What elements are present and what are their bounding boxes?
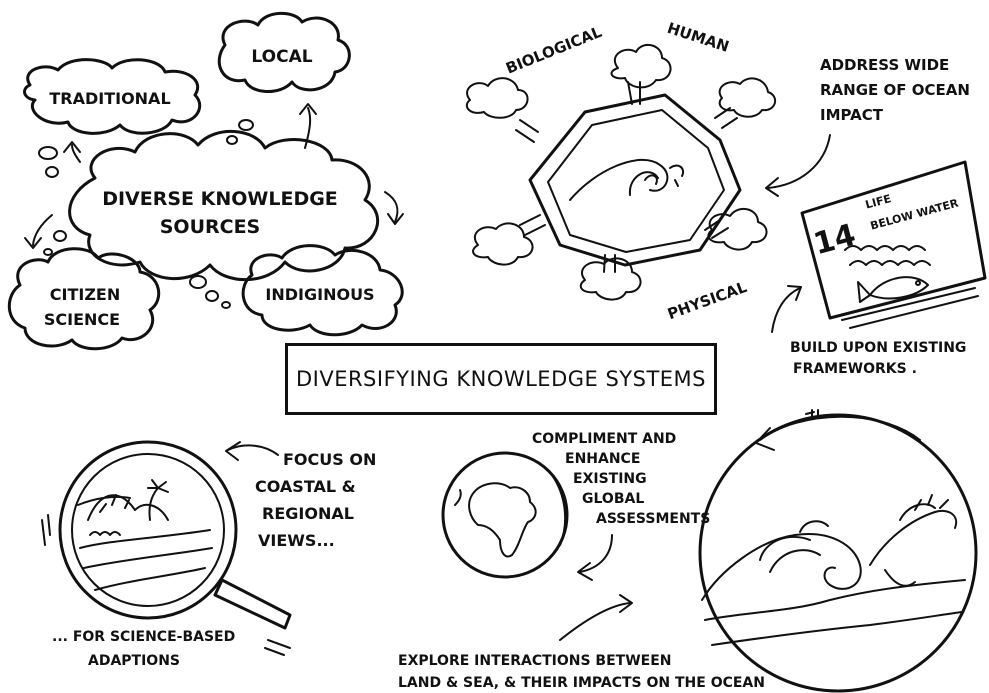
local-label: LOCAL (251, 47, 312, 67)
citizen-label-2: SCIENCE (44, 310, 120, 329)
diverse-knowledge-label-1: DIVERSE KNOWLEDGE (102, 188, 338, 210)
global-note-5: ASSESSMENTS (596, 511, 710, 527)
island-scene-icon (77, 479, 213, 591)
magnifier-lens-inner (71, 453, 225, 607)
sdg14-card-shadow (841, 287, 979, 329)
adaptions-caption-1: ... FOR SCIENCE-BASED (52, 629, 235, 645)
page-title: DIVERSIFYING KNOWLEDGE SYSTEMS (295, 367, 707, 391)
ocean-circle-outer (698, 413, 978, 693)
coastal-note-4: VIEWS... (258, 531, 335, 550)
coastal-note-2: COASTAL & (255, 477, 356, 496)
globe-shading (547, 469, 567, 546)
traditional-cloud (23, 58, 202, 135)
global-note-3: EXISTING (573, 471, 647, 487)
local-cloud (217, 11, 351, 93)
impact-star-inner (547, 109, 725, 253)
sdg14-number: 14 (810, 218, 859, 263)
sdg14-card: 14 LIFE BELOW WATER BUILD UPON EXISTING … (771, 160, 987, 377)
diverse-knowledge-cloud (68, 130, 379, 282)
cycle-arrow (759, 415, 921, 441)
sdg14-label-1: LIFE (864, 192, 893, 211)
coastal-note-1: FOCUS ON (283, 450, 376, 469)
citizen-label-1: CITIZEN (50, 285, 120, 304)
magnifier-handle (213, 578, 292, 630)
biological-label: BIOLOGICAL (503, 23, 604, 78)
traditional-label: TRADITIONAL (49, 89, 170, 108)
human-label: HUMAN (665, 19, 731, 56)
impact-wave-icon (569, 159, 684, 201)
globe-coast-detail (454, 489, 462, 506)
frameworks-note-1: BUILD UPON EXISTING (790, 340, 966, 356)
africa-continent-icon (468, 482, 537, 558)
citizen-science-cloud (7, 247, 161, 351)
ocean-impacts: BIOLOGICAL HUMAN PHYSICAL (465, 19, 970, 323)
knowledge-cluster: DIVERSE KNOWLEDGE SOURCES LOCAL TRADITIO… (7, 11, 404, 351)
cycle-arrowhead (755, 427, 775, 451)
coastal-note-3: REGIONAL (262, 504, 354, 523)
indigenous-cloud (241, 244, 404, 337)
sdg14-waves-icon (844, 245, 931, 266)
adaptions-caption-2: ADAPTIONS (88, 653, 180, 669)
thought-bubbles (38, 119, 254, 309)
impact-star-outer (528, 93, 742, 267)
sdg14-card-border (800, 160, 987, 320)
global-note-2: ENHANCE (565, 451, 640, 467)
big-wave-icon (701, 494, 966, 646)
global-note-4: GLOBAL (582, 491, 644, 507)
frameworks-arrow (771, 285, 802, 333)
knowledge-arrows (24, 103, 404, 249)
magnifier-lens-outer (58, 440, 238, 620)
impact-puffs (465, 43, 777, 301)
indigenous-label: INDIGINOUS (265, 285, 374, 304)
coastal-magnifier: FOCUS ON COASTAL & REGIONAL VIEWS... ...… (41, 440, 376, 669)
fish-icon (857, 276, 929, 303)
title-box: DIVERSIFYING KNOWLEDGE SYSTEMS (285, 343, 717, 415)
ocean-impact-note-3: IMPACT (820, 106, 884, 124)
ocean-impact-arrow (765, 134, 831, 197)
globe-outline (441, 451, 569, 579)
physical-label: PHYSICAL (665, 278, 750, 323)
global-note-1: COMPLIMENT AND (532, 431, 676, 447)
frameworks-note-2: FRAMEWORKS . (793, 361, 917, 377)
coastal-arrow (225, 441, 279, 461)
ocean-impact-note-2: RANGE OF OCEAN (820, 81, 970, 99)
ocean-note-2: LAND & SEA, & THEIR IMPACTS ON THE OCEAN (398, 675, 765, 691)
ocean-note-1: EXPLORE INTERACTIONS BETWEEN (398, 653, 672, 669)
global-arrow (577, 534, 613, 581)
global-assessments: COMPLIMENT AND ENHANCE EXISTING GLOBAL A… (441, 431, 710, 581)
ocean-arrow (559, 594, 633, 641)
diverse-knowledge-label-2: SOURCES (160, 216, 261, 238)
cycle-tick-marks (805, 409, 819, 419)
ocean-impact-note-1: ADDRESS WIDE (820, 56, 949, 74)
magnifier-shake-lines (41, 514, 291, 656)
ocean-interactions: EXPLORE INTERACTIONS BETWEEN LAND & SEA,… (398, 409, 978, 693)
